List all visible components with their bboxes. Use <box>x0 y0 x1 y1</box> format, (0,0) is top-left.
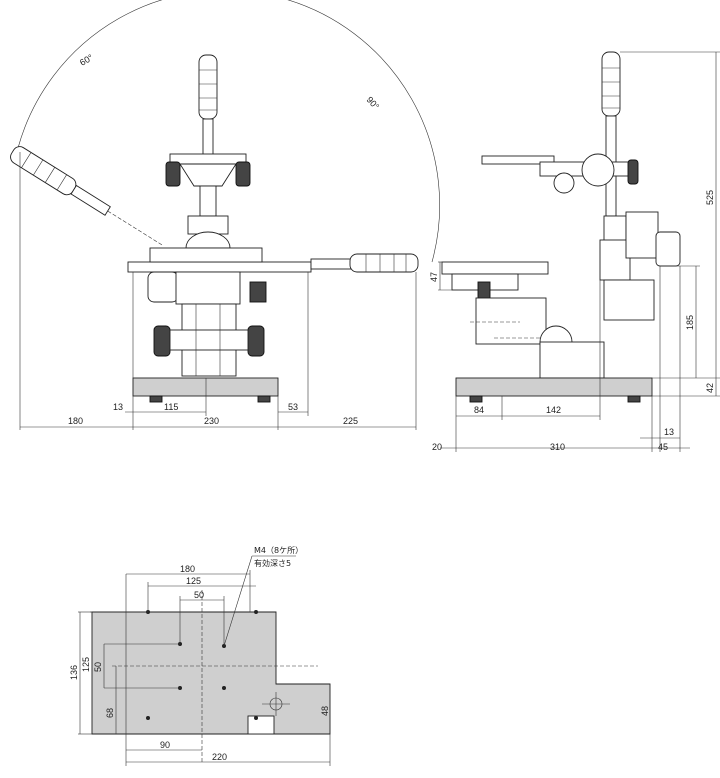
side-top-arm <box>481 153 639 194</box>
front-view: 60° 90° <box>10 0 440 430</box>
front-base <box>132 377 279 403</box>
dim-13: 13 <box>113 402 123 412</box>
dim-42: 42 <box>705 383 715 393</box>
dim-525: 525 <box>705 190 715 205</box>
hole-note: M4（8ケ所） <box>254 545 303 555</box>
tilted-lever-handle <box>10 146 164 247</box>
hole-depth-note: 有効深さ5 <box>254 558 291 568</box>
angle-90-label: 90° <box>365 95 382 112</box>
dim-230: 230 <box>204 416 219 426</box>
dim-115: 115 <box>164 402 178 412</box>
plan-dim-50: 50 <box>194 590 204 600</box>
dim-20: 20 <box>432 442 442 452</box>
plan-dim-220: 220 <box>212 752 227 762</box>
side-dimensions <box>438 51 720 452</box>
plan-dim-50-v: 50 <box>93 662 103 672</box>
side-lever-handle <box>601 51 621 217</box>
dim-45: 45 <box>658 442 668 452</box>
plan-dim-125: 125 <box>186 576 201 586</box>
plan-dim-48: 48 <box>320 706 330 716</box>
lever-swing-arc <box>17 0 440 263</box>
plan-dimensions <box>78 570 331 766</box>
plan-dim-90: 90 <box>160 740 170 750</box>
vertical-lever-handle <box>198 54 218 156</box>
dim-185: 185 <box>685 315 695 330</box>
upper-carriage <box>165 153 251 249</box>
dim-84: 84 <box>474 405 484 415</box>
angle-60-label: 60° <box>78 52 95 68</box>
stage-plate <box>127 247 419 303</box>
dim-225: 225 <box>343 416 358 426</box>
dim-310: 310 <box>550 442 565 452</box>
base-notch <box>247 715 275 735</box>
side-stage <box>441 261 605 379</box>
dim-47: 47 <box>429 272 439 282</box>
base-plan-view: M4（8ケ所） 有効深さ5 180 125 <box>69 545 331 766</box>
plan-dim-68: 68 <box>105 708 115 718</box>
plan-dim-125-v: 125 <box>81 657 91 672</box>
side-view: 525 47 185 42 84 142 13 20 310 45 <box>429 51 720 452</box>
hole-leader <box>223 555 253 647</box>
base-outline <box>91 611 331 735</box>
dim-180: 180 <box>68 416 83 426</box>
plan-dim-136: 136 <box>69 665 79 680</box>
dim-13-side: 13 <box>664 427 674 437</box>
dim-53: 53 <box>288 402 298 412</box>
column-body <box>153 271 265 377</box>
plan-dim-180: 180 <box>180 564 195 574</box>
tapped-holes <box>146 610 258 720</box>
dim-142: 142 <box>546 405 561 415</box>
front-dimensions <box>19 152 417 430</box>
side-base <box>455 377 653 403</box>
